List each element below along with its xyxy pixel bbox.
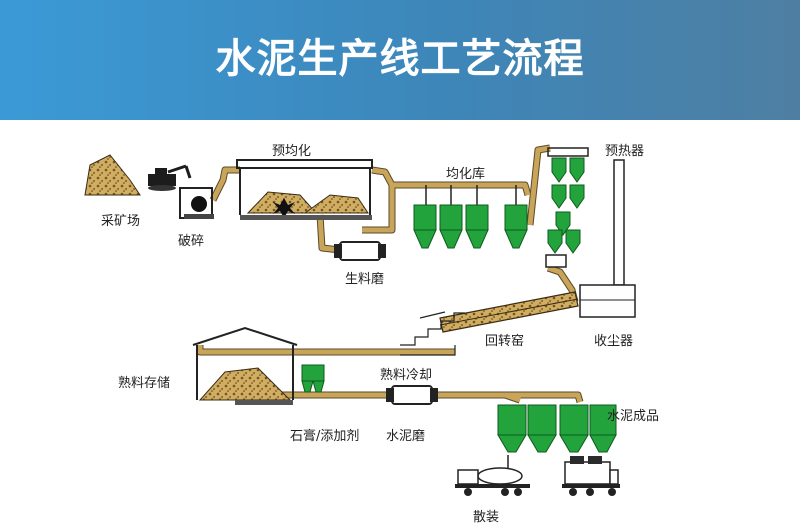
silo-3	[465, 185, 489, 249]
bag-truck-icon	[562, 456, 620, 496]
quarry	[84, 154, 192, 196]
label-clinker-cooling: 熟料冷却	[380, 368, 433, 383]
stacker-icon	[273, 198, 295, 218]
label-prehomogenization: 预均化	[272, 144, 312, 159]
silo-4	[504, 185, 528, 249]
label-dust-collector: 收尘器	[594, 334, 634, 349]
dust-collector	[579, 284, 636, 318]
label-cement-product: 水泥成品	[607, 409, 660, 424]
conveyor-lines	[196, 144, 584, 404]
label-cement-mill: 水泥磨	[386, 429, 426, 444]
label-raw-mill: 生料磨	[345, 272, 385, 287]
cement-silos	[497, 404, 617, 453]
silo-1	[413, 185, 437, 249]
rotary-kiln	[400, 291, 579, 356]
page-title: 水泥生产线工艺流程	[215, 36, 585, 82]
label-rotary-kiln: 回转窑	[485, 334, 525, 349]
label-preheater: 预热器	[605, 144, 645, 159]
chimney-icon	[613, 159, 625, 286]
gypsum-hoppers	[301, 364, 325, 393]
crusher	[179, 187, 214, 219]
raw-mill	[334, 241, 386, 261]
label-bulk: 散装	[473, 510, 500, 525]
prehomogenization-shed	[236, 159, 373, 220]
bulk-truck-icon	[455, 455, 530, 496]
label-crusher: 破碎	[178, 234, 205, 249]
preheater-tower	[545, 147, 625, 286]
label-clinker-storage: 熟料存储	[118, 376, 171, 391]
crusher-rotor-icon	[191, 196, 207, 212]
header-banner: 水泥生产线工艺流程	[0, 0, 800, 120]
label-homogenization-silo: 均化库	[446, 167, 486, 182]
cement-mill	[386, 385, 438, 405]
label-gypsum-additives: 石膏/添加剂	[290, 429, 360, 444]
homogenization-silos	[413, 185, 528, 249]
label-quarry: 采矿场	[101, 214, 141, 229]
excavator-icon	[148, 164, 192, 191]
clinker-storage	[192, 326, 298, 405]
silo-2	[439, 185, 463, 249]
